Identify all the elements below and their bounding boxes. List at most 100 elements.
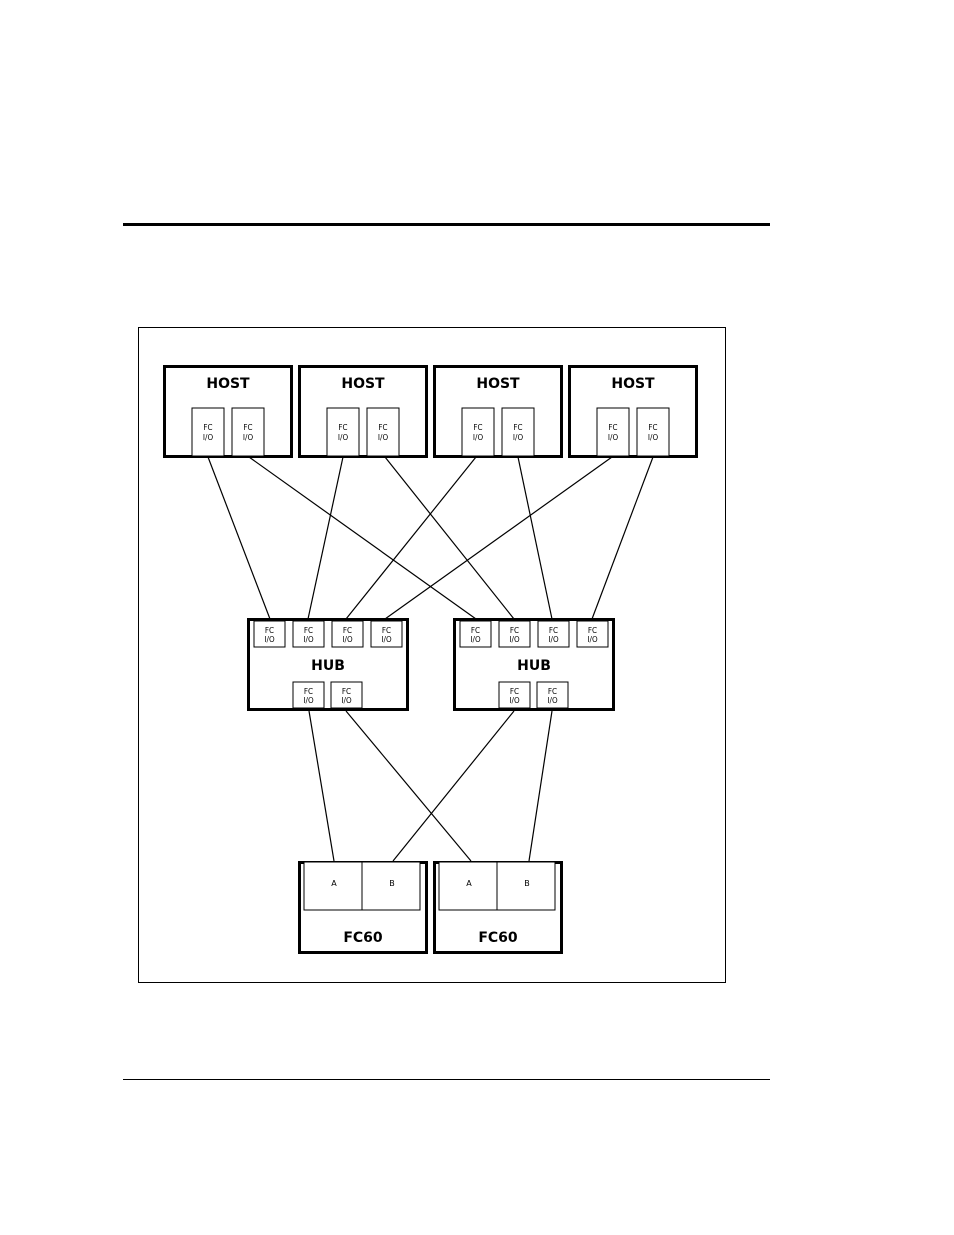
port-label-line2: I/O (381, 635, 392, 644)
port-label-line1: FC (510, 626, 519, 635)
connection-line (384, 456, 613, 620)
port-outline (253, 620, 286, 648)
port-label-line2: I/O (303, 635, 314, 644)
hub-upper-fc-port: FCI/O (253, 620, 286, 648)
port-label-line2: I/O (470, 635, 481, 644)
host-fc-port: FCI/O (191, 407, 225, 457)
fc60-title: FC60 (478, 930, 518, 946)
hub-lower-fc-port: FCI/O (292, 681, 325, 709)
port-label-line1: FC (338, 423, 347, 432)
port-label-line1: FC (382, 626, 391, 635)
controller-a-slot (303, 861, 363, 911)
port-outline (461, 407, 495, 457)
host-title: HOST (611, 376, 655, 392)
port-label-line1: FC (378, 423, 387, 432)
host-fc-port: FCI/O (501, 407, 535, 457)
hub-title: HUB (517, 658, 551, 674)
port-label-line1: FC (471, 626, 480, 635)
controller-a-label: A (331, 879, 337, 888)
connection-line (248, 456, 477, 620)
port-label-line2: I/O (608, 433, 619, 442)
port-outline (498, 620, 531, 648)
port-outline (292, 620, 325, 648)
fc60-storage-box: A B FC60 (433, 861, 563, 954)
host-fc-port: FCI/O (366, 407, 400, 457)
connection-line (591, 456, 654, 620)
port-outline (331, 620, 364, 648)
controller-a-label: A (466, 879, 472, 888)
port-label-line1: FC (343, 626, 352, 635)
host-fc-port: FCI/O (636, 407, 670, 457)
port-label-line2: I/O (473, 433, 484, 442)
port-outline (459, 620, 492, 648)
port-outline (231, 407, 265, 457)
host-fc-port: FCI/O (461, 407, 495, 457)
connection-line (308, 710, 335, 862)
header-rule (123, 223, 770, 226)
hub-upper-fc-port: FCI/O (576, 620, 609, 648)
connection-line (528, 710, 553, 862)
port-outline (576, 620, 609, 648)
port-label-line1: FC (243, 423, 252, 432)
port-label-line1: FC (549, 626, 558, 635)
port-outline (596, 407, 630, 457)
port-label-line2: I/O (547, 696, 558, 705)
hub-upper-fc-port: FCI/O (459, 620, 492, 648)
port-label-line1: FC (265, 626, 274, 635)
port-label-line2: I/O (509, 635, 520, 644)
port-label-line1: FC (648, 423, 657, 432)
figure-frame (138, 327, 726, 983)
port-outline (326, 407, 360, 457)
port-outline (330, 681, 363, 709)
controller-b-label: B (524, 879, 530, 888)
port-label-line1: FC (342, 687, 351, 696)
port-label-line2: I/O (648, 433, 659, 442)
host-outline (163, 365, 293, 458)
port-label-line2: I/O (338, 433, 349, 442)
port-outline (636, 407, 670, 457)
connection-line (384, 456, 515, 620)
connection-line (345, 456, 477, 620)
host-title: HOST (341, 376, 385, 392)
port-label-line2: I/O (264, 635, 275, 644)
port-label-line1: FC (510, 687, 519, 696)
port-label-line2: I/O (303, 696, 314, 705)
hub-upper-fc-port: FCI/O (498, 620, 531, 648)
connection-line (392, 710, 515, 862)
port-outline (292, 681, 325, 709)
port-label-line2: I/O (378, 433, 389, 442)
port-outline (537, 620, 570, 648)
port-label-line2: I/O (243, 433, 254, 442)
port-label-line1: FC (513, 423, 522, 432)
connection-line (345, 710, 472, 862)
hub-lower-fc-port: FCI/O (498, 681, 531, 709)
port-outline (536, 681, 569, 709)
connection-line (517, 456, 553, 620)
port-outline (498, 681, 531, 709)
host-outline (568, 365, 698, 458)
hub-lower-fc-port: FCI/O (330, 681, 363, 709)
port-outline (501, 407, 535, 457)
port-label-line1: FC (304, 687, 313, 696)
port-label-line1: FC (203, 423, 212, 432)
fc60-title: FC60 (343, 930, 383, 946)
port-label-line2: I/O (203, 433, 214, 442)
controller-b-slot (496, 861, 556, 911)
port-outline (370, 620, 403, 648)
controller-b-slot (361, 861, 421, 911)
port-label-line2: I/O (509, 696, 520, 705)
hub-upper-fc-port: FCI/O (331, 620, 364, 648)
connection-line (207, 456, 271, 620)
host-title: HOST (206, 376, 250, 392)
hub-title: HUB (311, 658, 345, 674)
port-label-line2: I/O (513, 433, 524, 442)
footer-rule (123, 1079, 770, 1080)
host-outline (298, 365, 428, 458)
port-label-line1: FC (588, 626, 597, 635)
connection-lines (207, 456, 654, 862)
